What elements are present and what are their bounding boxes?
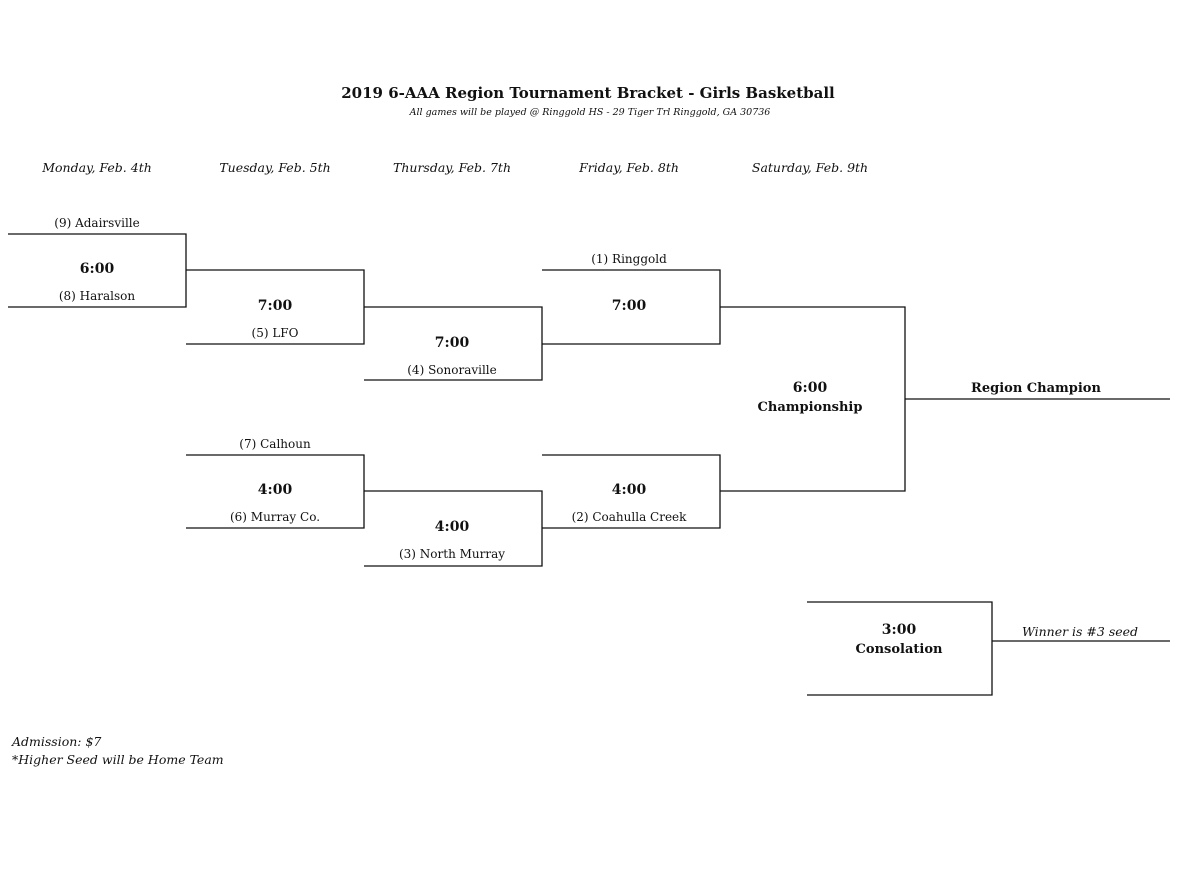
game-time-consolation: 3:00 (881, 622, 917, 638)
region-champion-label: Region Champion (971, 381, 1101, 396)
day-thursday: Thursday, Feb. 7th (393, 160, 511, 175)
day-tuesday: Tuesday, Feb. 5th (219, 160, 331, 175)
bracket-line-championship (720, 306, 906, 492)
game-time-tue-bottom: 4:00 (257, 482, 293, 498)
day-monday: Monday, Feb. 4th (42, 160, 152, 175)
bracket-line-consolation (807, 601, 993, 696)
game-time-thu-bottom: 4:00 (434, 519, 470, 535)
home-team-note: *Higher Seed will be Home Team (12, 752, 224, 767)
consolation-winner-label: Winner is #3 seed (1021, 624, 1139, 639)
admission-note: Admission: $7 (12, 734, 102, 749)
team-adairsville: (9) Adairsville (54, 216, 140, 230)
game-time-mon: 6:00 (79, 261, 115, 277)
game-time-tue-top: 7:00 (257, 298, 293, 314)
team-murray-co: (6) Murray Co. (229, 510, 321, 524)
game-time-thu-top: 7:00 (434, 335, 470, 351)
team-sonoraville: (4) Sonoraville (407, 363, 497, 377)
team-lfo: (5) LFO (251, 326, 299, 340)
day-saturday: Saturday, Feb. 9th (751, 160, 869, 175)
team-haralson: (8) Haralson (58, 289, 136, 303)
championship-label: Championship (757, 400, 863, 415)
game-time-championship: 6:00 (792, 380, 828, 396)
day-friday: Friday, Feb. 8th (579, 160, 679, 175)
team-north-murray: (3) North Murray (398, 547, 506, 561)
page-subtitle: All games will be played @ Ringgold HS -… (409, 107, 771, 118)
team-calhoun: (7) Calhoun (239, 437, 311, 451)
page-title: 2019 6-AAA Region Tournament Bracket - G… (341, 84, 835, 102)
game-time-fri-bottom: 4:00 (611, 482, 647, 498)
team-ringgold: (1) Ringgold (591, 252, 667, 266)
team-coahulla-creek: (2) Coahulla Creek (571, 510, 687, 524)
consolation-label: Consolation (855, 642, 943, 657)
game-time-fri-top: 7:00 (611, 298, 647, 314)
